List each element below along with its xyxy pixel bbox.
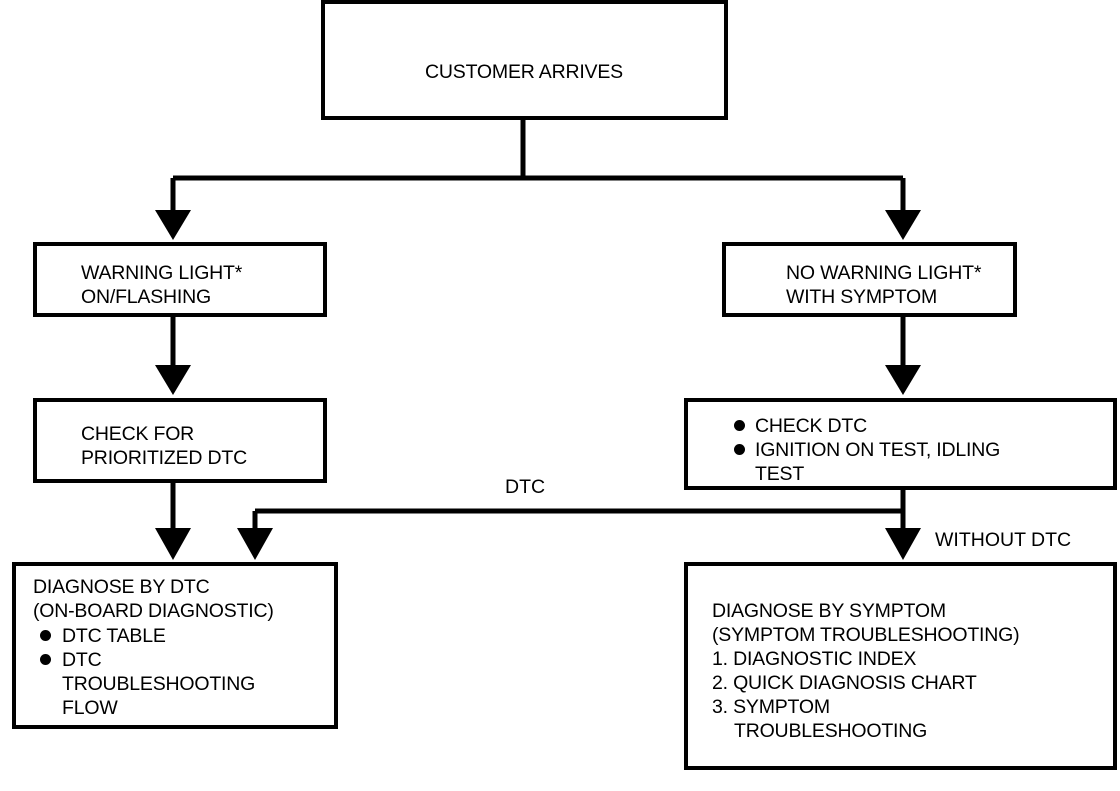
node-title-line2: (ON-BOARD DIAGNOSTIC) bbox=[33, 600, 274, 622]
arrowhead-check-prioritized bbox=[155, 365, 191, 395]
node-line: 3. SYMPTOM bbox=[712, 696, 830, 718]
arrowhead-check-dtc bbox=[885, 365, 921, 395]
node-customer-arrives: CUSTOMER ARRIVES bbox=[321, 0, 728, 120]
arrowhead-diagnose-symptom bbox=[885, 528, 921, 560]
bullet-text-continuation: TEST bbox=[755, 463, 805, 485]
bullet-icon bbox=[40, 630, 51, 641]
node-label-line2: WITH SYMPTOM bbox=[786, 286, 938, 308]
node-no-warning-light: NO WARNING LIGHT* WITH SYMPTOM bbox=[722, 242, 1017, 317]
bullet-text: DTC bbox=[62, 649, 102, 671]
node-line: TROUBLESHOOTING bbox=[734, 720, 928, 742]
bullet-text-continuation: TROUBLESHOOTING bbox=[62, 673, 256, 695]
node-label-line1: WARNING LIGHT* bbox=[81, 262, 243, 284]
arrowhead-no-warning bbox=[885, 210, 921, 240]
bullet-item: IGNITION ON TEST, IDLING bbox=[734, 438, 1000, 462]
node-title-line1: DIAGNOSE BY DTC bbox=[33, 576, 210, 598]
node-line: 1. DIAGNOSTIC INDEX bbox=[712, 648, 917, 670]
node-label: CUSTOMER ARRIVES bbox=[425, 61, 623, 83]
node-line: (SYMPTOM TROUBLESHOOTING) bbox=[712, 624, 1020, 646]
node-check-dtc: CHECK DTC IGNITION ON TEST, IDLING TEST bbox=[684, 398, 1117, 490]
bullet-item: CHECK DTC bbox=[734, 414, 867, 438]
node-warning-light-on: WARNING LIGHT* ON/FLASHING bbox=[33, 242, 327, 317]
bullet-item: DTC bbox=[40, 648, 102, 672]
bullet-icon bbox=[734, 420, 745, 431]
arrowhead-dtc-branch bbox=[237, 528, 273, 560]
node-label-line1: NO WARNING LIGHT* bbox=[786, 262, 982, 284]
bullet-item: DTC TABLE bbox=[40, 624, 166, 648]
bullet-icon bbox=[40, 654, 51, 665]
node-line: 2. QUICK DIAGNOSIS CHART bbox=[712, 672, 977, 694]
node-check-prioritized-dtc: CHECK FOR PRIORITIZED DTC bbox=[33, 398, 327, 483]
node-label-line2: ON/FLASHING bbox=[81, 286, 211, 308]
edge-label-dtc: DTC bbox=[505, 476, 546, 498]
edge-label-without-dtc: WITHOUT DTC bbox=[935, 529, 1072, 551]
bullet-text: DTC TABLE bbox=[62, 625, 166, 647]
node-line: DIAGNOSE BY SYMPTOM bbox=[712, 600, 946, 622]
node-label-line1: CHECK FOR bbox=[81, 423, 195, 445]
arrowhead-warning bbox=[155, 210, 191, 240]
bullet-text: IGNITION ON TEST, IDLING bbox=[755, 439, 1001, 461]
bullet-text-continuation: FLOW bbox=[62, 697, 118, 719]
arrowhead-diagnose-dtc bbox=[155, 528, 191, 560]
bullet-text: CHECK DTC bbox=[755, 415, 867, 437]
bullet-icon bbox=[734, 444, 745, 455]
node-label-line2: PRIORITIZED DTC bbox=[81, 447, 247, 469]
node-diagnose-by-dtc: DIAGNOSE BY DTC (ON-BOARD DIAGNOSTIC) DT… bbox=[12, 562, 338, 729]
node-diagnose-by-symptom: DIAGNOSE BY SYMPTOM (SYMPTOM TROUBLESHOO… bbox=[684, 562, 1117, 770]
